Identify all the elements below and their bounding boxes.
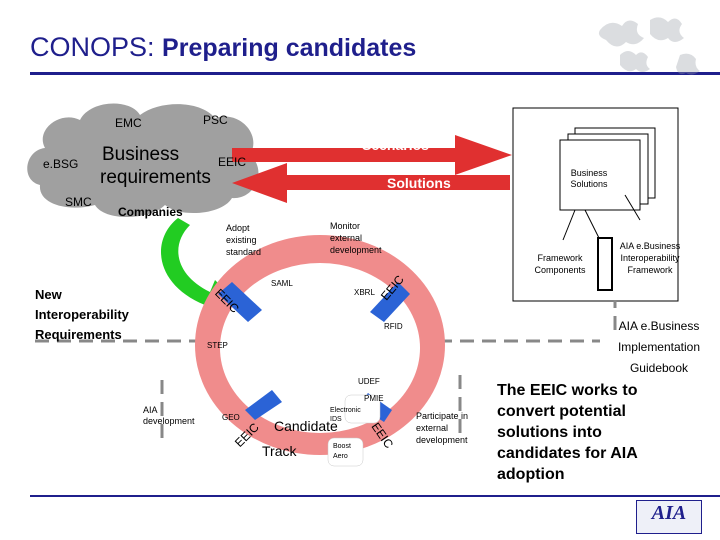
track-label: Track [262,443,297,459]
aia-logo: AIA [636,500,702,534]
candidate-label: Candidate [274,418,338,434]
xbrl-label: XBRL [354,288,375,297]
ebsg-label: e.BSG [43,157,79,171]
business-req-line2: requirements [100,167,211,188]
business-req-line1: Business [102,144,180,165]
psc-label: PSC [203,113,228,127]
rfid-label: RFID [384,322,403,331]
pmie-label: PMIE [364,394,384,403]
title-main: Preparing candidates [162,34,417,62]
framework-block [597,237,613,291]
title-rule [30,72,720,75]
solutions-arrow [232,163,510,203]
bottom-rule [30,495,720,497]
puzzle-decoration [598,17,700,75]
step-label: STEP [207,341,228,350]
dashed-connectors [35,300,617,440]
udef-label: UDEF [358,377,380,386]
companies-label: Companies [118,205,183,219]
page-title: CONOPS: Preparing candidates [30,32,416,63]
title-prefix: CONOPS: [30,32,155,62]
saml-label: SAML [271,279,293,288]
solutions-label: Solutions [387,175,451,191]
smc-label: SMC [65,195,92,209]
emc-label: EMC [115,116,142,130]
geo-label: GEO [222,413,240,422]
candidate-ring [195,235,445,455]
cloud-eeic-label: EEIC [218,155,247,169]
scenarios-arrow [232,135,512,175]
business-requirements-cloud [27,103,259,218]
scenarios-label: Scenarios [362,137,429,153]
